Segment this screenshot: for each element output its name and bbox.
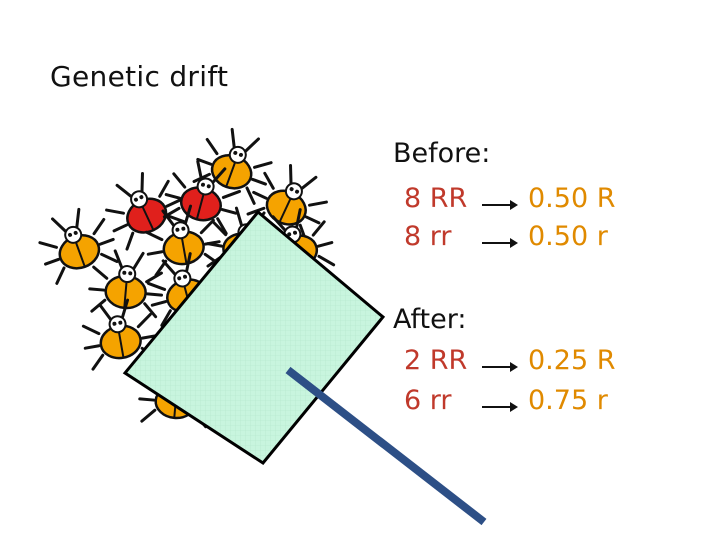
genotype-label: 6 rr (404, 385, 452, 416)
frequency-label: 0.25 R (528, 345, 616, 376)
frequency-label: 0.50 R (528, 183, 616, 214)
after-heading: After: (393, 304, 467, 335)
before-heading: Before: (393, 138, 491, 169)
swatter-handle (285, 366, 487, 526)
frequency-label: 0.75 r (528, 385, 608, 416)
bug-icon (30, 200, 123, 287)
arrow-right-icon (482, 200, 518, 210)
arrow-right-icon (482, 238, 518, 248)
genotype-label: 8 RR (404, 183, 468, 214)
genotype-label: 2 RR (404, 345, 468, 376)
arrow-right-icon (482, 362, 518, 372)
fly-swatter-icon (122, 209, 386, 465)
slide-title: Genetic drift (50, 60, 229, 93)
frequency-label: 0.50 r (528, 221, 608, 252)
genotype-label: 8 rr (404, 221, 452, 252)
arrow-right-icon (482, 402, 518, 412)
